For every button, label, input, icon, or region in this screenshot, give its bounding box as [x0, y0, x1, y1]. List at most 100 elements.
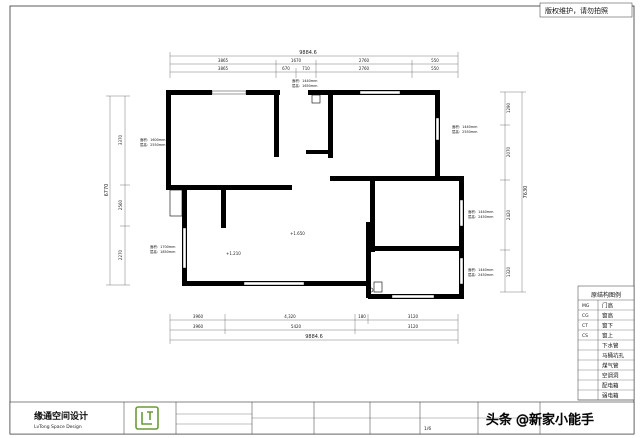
right-dimensions [500, 91, 526, 293]
wall [308, 90, 340, 95]
legend-item-label: 下水管 [602, 342, 619, 350]
company-name-cn: 缘通空间设计 [34, 410, 88, 422]
bottom-dim-total: 9884.6 [305, 334, 323, 340]
company-name-en: LvTong Space Design [34, 424, 82, 430]
room-label: 层高：1650mm [292, 83, 318, 88]
legend-item-code: CT [582, 323, 588, 329]
left-dimensions [106, 95, 130, 286]
top-dim-total: 9884.6 [299, 50, 317, 56]
left-dim-seg-a: 3370 [118, 134, 123, 145]
header-note: 版权维护，请勿拍照 [539, 2, 633, 18]
top-dim-row2-a: 3865 [218, 66, 229, 71]
bottom-dimensions [169, 314, 459, 344]
company-logo [135, 406, 159, 430]
right-dim-seg-b: 2070 [506, 146, 511, 157]
room-label: 面积：1440mm [292, 78, 318, 83]
room-label: 层高：2550mm [452, 129, 478, 134]
wall [221, 188, 226, 228]
wall [330, 176, 464, 181]
legend-item-label: 窗高 [602, 312, 614, 320]
right-dim-seg-d: 1320 [506, 266, 511, 277]
legend-item-label: 门高 [602, 302, 614, 310]
legend-title: 原结构图例 [591, 291, 621, 299]
wall [274, 95, 279, 157]
legend-box [577, 285, 635, 401]
wall [246, 90, 280, 95]
top-dim-row2-d: 2760 [359, 66, 370, 71]
top-dim-row1-c: 2760 [359, 58, 370, 63]
bottom-dim-row1-a: 3960 [193, 314, 204, 319]
legend-item-label: 窗下 [602, 322, 614, 330]
elevation-mark: +1.210 [226, 251, 241, 256]
window [459, 199, 464, 227]
bottom-dim-row2-c: 3120 [408, 324, 419, 329]
wall [459, 176, 464, 298]
legend-item-label: 弱电箱 [602, 392, 619, 400]
window [182, 227, 187, 269]
legend-item-label: 配电箱 [602, 382, 619, 390]
room-label: 层高：2450mm [468, 272, 494, 277]
top-dim-row1-d: 550 [431, 58, 439, 63]
wall [166, 90, 171, 188]
page-number: 1/6 [424, 426, 431, 432]
room-label: 面积：1440mm [468, 209, 494, 214]
top-dim-row2-e: 550 [431, 66, 439, 71]
legend-item-code: CG [582, 313, 589, 319]
window [211, 90, 247, 95]
company-logo-box [135, 406, 159, 430]
bottom-dim-row2-a: 3960 [193, 324, 204, 329]
window [459, 257, 464, 285]
top-dim-row2-c: 710 [302, 66, 310, 71]
wall [366, 222, 375, 252]
window [243, 281, 305, 286]
room-label: 面积：1440mm [468, 267, 494, 272]
room-label: 面积：1440mm [452, 124, 478, 129]
drain-icon [368, 287, 374, 293]
window [359, 90, 401, 95]
left-dim-seg-b: 2560 [118, 199, 123, 210]
bottom-dim-row1-b: 4,320 [284, 314, 296, 319]
pipe-icon [311, 94, 321, 104]
wall [370, 176, 375, 224]
wall [306, 150, 330, 154]
wall [166, 90, 212, 95]
room-label: 面积：1600mm [140, 137, 166, 142]
window [435, 117, 440, 141]
header-note-text: 版权维护，请勿拍照 [545, 6, 608, 15]
top-dimensions [169, 52, 459, 78]
bottom-dim-row2-b: 5420 [291, 324, 302, 329]
top-dim-row1-a: 3865 [218, 58, 229, 63]
header-note-box [539, 2, 633, 18]
legend-item-label: 煤气管 [602, 362, 619, 370]
right-dim-total: 7630 [523, 186, 529, 199]
sheet-border [9, 5, 635, 435]
bottom-dim-row1-d: 3120 [408, 314, 419, 319]
bottom-dim-row1-c: 180 [358, 314, 366, 319]
left-dim-total: 6770 [104, 184, 110, 197]
company-logo-mark [141, 411, 153, 425]
top-dim-row2-b: 670 [282, 66, 290, 71]
wall [328, 90, 333, 158]
legend-item-label: 空调洞 [602, 372, 619, 380]
legend-item-label: 马桶坑孔 [602, 352, 625, 360]
wall [370, 246, 460, 251]
window [391, 294, 435, 299]
wall [366, 250, 371, 298]
right-dim-seg-a: 1290 [506, 102, 511, 113]
left-dim-seg-c: 2270 [118, 249, 123, 260]
title-block: 缘通空间设计 LvTong Space Design 头条 @新家小能手 1/6 [9, 401, 635, 435]
pipe-icon [373, 281, 383, 293]
fixtures [169, 94, 383, 293]
room-label: 层高：2450mm [468, 214, 494, 219]
legend-item-label: 窗上 [602, 332, 614, 340]
room-label: 面积：1700mm [150, 244, 176, 249]
elevation-mark: +1.650 [290, 231, 305, 236]
top-dim-row1-b: 1670 [291, 58, 302, 63]
wall [166, 185, 292, 190]
legend-item-code: MG [582, 303, 590, 309]
pipe-icon [169, 189, 183, 217]
walls [166, 90, 464, 299]
